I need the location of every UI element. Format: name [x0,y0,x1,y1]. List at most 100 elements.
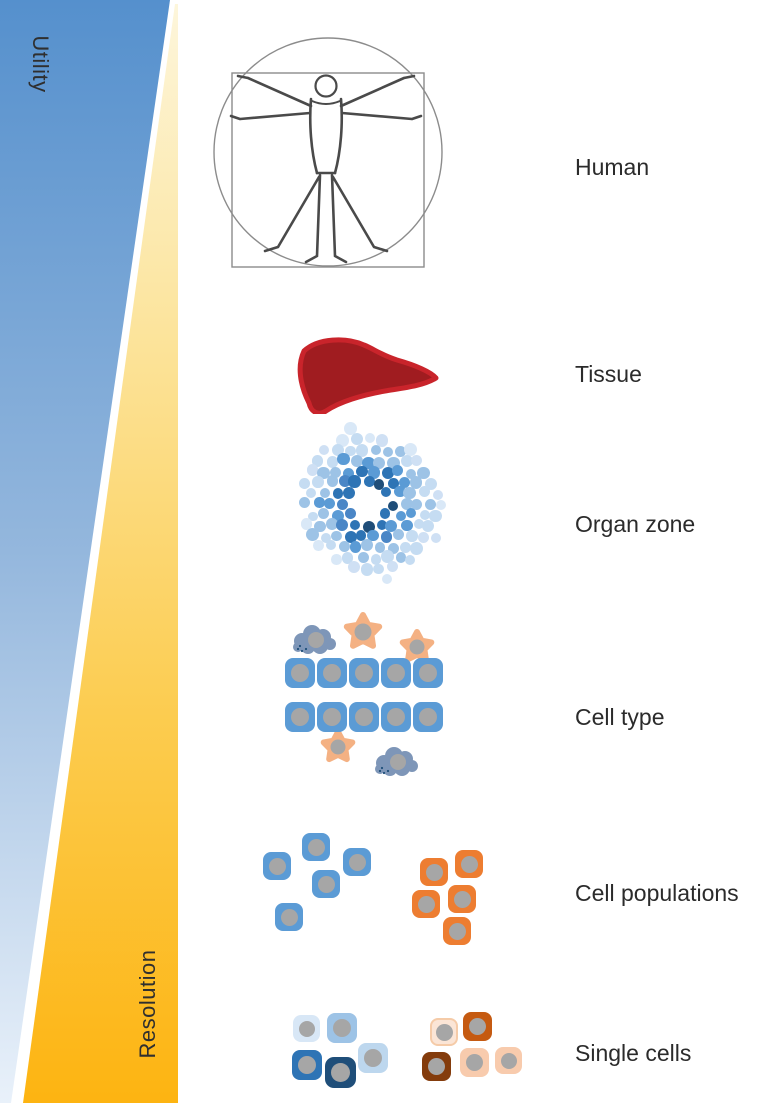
row-label-single-cells: Single cells [575,1040,692,1066]
organ-zone-dot [339,540,351,552]
organ-zone-dot [348,560,361,573]
organ-zone-dot [355,444,368,457]
cell-nucleus [298,1056,316,1074]
organ-zone-dot [386,560,399,573]
organ-zone-dot [400,454,413,467]
cell [381,658,411,688]
organ-zone-dot [401,497,414,510]
organ-zone-dot [413,519,424,530]
vitruvian-man-icon [213,37,443,268]
organ-zone-dot [343,467,355,479]
organ-zone-dot [312,455,324,467]
cell [327,1013,357,1043]
organ-zone-dot [306,528,320,542]
cell-nucleus [317,875,335,893]
cloud-cell-icon [375,747,418,776]
organ-zone-dot [380,531,392,543]
vitruvian-square [231,72,425,268]
organ-zone-dot [403,443,417,457]
organ-zone-dot [405,554,416,565]
cell [285,658,315,688]
organ-zone-dot [392,464,403,476]
organ-zone-dot [361,539,374,552]
organ-zone-dot [321,532,332,543]
organ-zone-dot [350,454,363,467]
cell-nucleus [298,1020,315,1037]
vitruvian-circle [213,37,443,267]
organ-zone-dot [332,488,344,499]
organ-zone-dot [335,518,349,532]
cell-nucleus [435,1023,453,1041]
cell [422,1052,451,1081]
cell [293,1015,320,1042]
row-label-human: Human [575,154,650,180]
cell [413,658,443,688]
cell-nucleus [291,664,309,682]
cell-nucleus [387,664,405,682]
organ-zone-dot [376,519,387,531]
organ-zone-dot [419,486,431,498]
organ-zone-dot [373,479,385,490]
organ-zone-dot [345,445,356,457]
organ-zone-dot [392,529,404,540]
organ-zone-dot [336,434,349,447]
organ-zone-dot [400,541,412,553]
organ-zone-dot [394,485,406,497]
cell [292,1050,322,1080]
cell-nucleus [425,863,443,881]
organ-zone-dot [355,530,367,541]
row-label-organ-zone: Organ zone [575,511,696,537]
organ-zone-dot [383,446,394,457]
cell-nucleus [331,1063,350,1082]
cell [413,702,443,732]
organ-zone-dot [409,542,423,556]
cell-nucleus [417,895,435,913]
organ-zone-dot [403,486,417,500]
organ-zone-dot [299,496,311,508]
organ-zone-dot [329,466,342,478]
organ-zone-dot [417,466,430,480]
organ-zone-dot [306,488,317,499]
cell-nucleus [355,708,373,726]
cell-nucleus [291,708,309,726]
cell-nucleus [348,853,366,871]
organ-zone-dot [429,509,442,522]
organ-zone-dot [308,511,319,522]
organ-zone-dot [326,518,338,530]
cell-nucleus [460,855,478,873]
cell-nucleus [428,1058,445,1075]
organ-zone-dot [381,574,392,585]
organ-zone-dot [418,531,430,543]
organ-zone-dot [395,510,406,522]
organ-zone-dot [372,456,386,470]
organ-zone-dot [364,476,376,488]
organ-zone-dot [326,456,339,469]
row-label-cell-populations: Cell populations [575,880,739,906]
cell-nucleus [323,708,341,726]
organ-zone-dot [336,499,348,510]
organ-zone-dot [323,497,336,510]
organ-zone-dot [364,432,375,443]
organ-zone-dot [337,452,350,466]
organ-zone-dot [374,542,386,553]
organ-zone-dot [370,554,382,565]
cell [495,1047,522,1074]
organ-zone-dot [350,520,361,531]
organ-zone-dot [399,476,411,488]
organ-zone-dot [300,518,313,530]
organ-zone-dot [312,476,324,488]
cell [275,903,303,931]
organ-zone-dot [401,519,413,532]
organ-zone-dot [384,519,398,533]
organ-zone-dot [313,540,324,551]
organ-zone-dot [425,498,437,510]
organ-zone-dot [331,530,342,541]
organ-zone-dot [306,464,318,476]
cell-nucleus [453,890,471,908]
organ-zone-dot [388,478,399,490]
vitruvian-figure [229,74,423,264]
cell [412,890,440,918]
organ-zone-dot [326,539,337,551]
organ-zone-dot [370,444,382,456]
